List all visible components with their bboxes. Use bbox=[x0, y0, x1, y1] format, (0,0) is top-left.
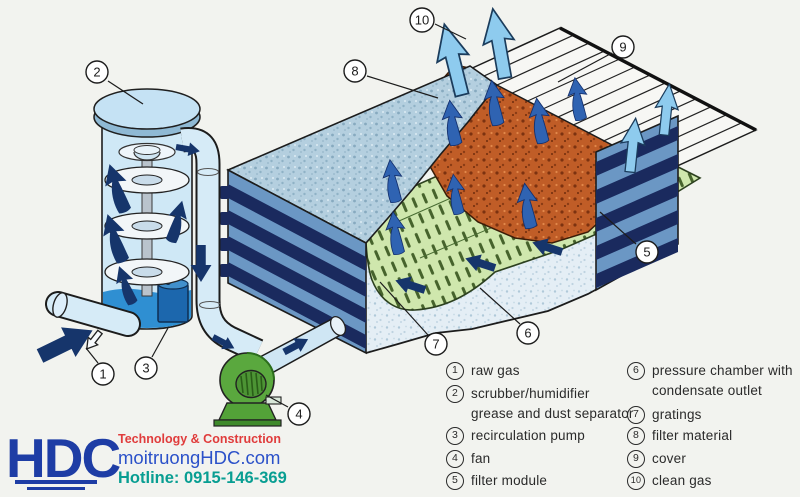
legend-item-filter-material: 8 filter material bbox=[627, 426, 732, 446]
fan bbox=[213, 316, 347, 427]
legend-num: 10 bbox=[627, 472, 645, 490]
legend-label: filter material bbox=[652, 428, 733, 443]
gas-pipe bbox=[174, 127, 264, 363]
duct-flange bbox=[329, 316, 347, 336]
callout-9: 9 bbox=[611, 35, 635, 59]
tower-lid bbox=[93, 88, 201, 138]
filter-module bbox=[220, 26, 758, 355]
legend-label: clean gas bbox=[652, 473, 712, 488]
legend-num: 8 bbox=[627, 427, 645, 445]
svg-text:2: 2 bbox=[93, 65, 100, 80]
legend-num: 3 bbox=[446, 427, 464, 445]
svg-text:10: 10 bbox=[415, 13, 429, 28]
legend-num: 9 bbox=[627, 450, 645, 468]
pipe-seam bbox=[197, 168, 219, 176]
callout-5: 5 bbox=[635, 240, 659, 264]
legend-label: scrubber/humidifier bbox=[471, 386, 590, 401]
legend-label: filter module bbox=[471, 473, 548, 488]
legend-item-scrubber: 2 scrubber/humidifier grease and dust sep… bbox=[446, 384, 634, 425]
callout-10: 10 bbox=[409, 7, 435, 33]
legend-item-pressure-chamber: 6 pressure chamber with condensate outlet bbox=[627, 361, 793, 402]
cover-ridge bbox=[559, 26, 757, 132]
svg-text:6: 6 bbox=[524, 326, 531, 341]
legend-item-cover: 9 cover bbox=[627, 449, 686, 469]
fan-base bbox=[217, 402, 278, 421]
fan-foot bbox=[213, 419, 282, 427]
spray-rings bbox=[104, 166, 190, 286]
callout-7: 7 bbox=[424, 332, 448, 356]
legend-num: 1 bbox=[446, 362, 464, 380]
logo-tagline: Technology & Construction bbox=[118, 432, 281, 446]
svg-text:7: 7 bbox=[432, 337, 439, 352]
svg-text:4: 4 bbox=[295, 407, 302, 422]
legend-num: 5 bbox=[446, 472, 464, 490]
pipe-seam bbox=[199, 301, 221, 309]
legend-item-filter-module: 5 filter module bbox=[446, 471, 547, 491]
legend-label-line2: condensate outlet bbox=[652, 383, 762, 399]
fan-bracket bbox=[265, 396, 282, 405]
legend-label: fan bbox=[471, 451, 491, 466]
hdc-logo: HDC bbox=[6, 427, 121, 489]
legend-label: pressure chamber with bbox=[652, 363, 793, 378]
svg-text:5: 5 bbox=[643, 245, 650, 260]
legend-item-fan: 4 fan bbox=[446, 449, 490, 469]
legend-item-raw-gas: 1 raw gas bbox=[446, 361, 520, 381]
legend-num: 6 bbox=[627, 362, 645, 380]
svg-text:3: 3 bbox=[142, 361, 149, 376]
callout-4: 4 bbox=[287, 402, 311, 426]
raw-gas-inlet-pipe bbox=[45, 291, 141, 337]
legend-num: 4 bbox=[446, 450, 464, 468]
svg-text:8: 8 bbox=[351, 64, 358, 79]
scrubber-tower bbox=[93, 88, 201, 330]
logo-website: moitruongHDC.com bbox=[118, 447, 281, 468]
module-top-skin bbox=[226, 65, 499, 245]
legend-num: 2 bbox=[446, 385, 464, 403]
legend-label: recirculation pump bbox=[471, 428, 585, 443]
logo-underline-bar bbox=[27, 487, 85, 490]
callout-3: 3 bbox=[134, 356, 158, 380]
svg-text:9: 9 bbox=[619, 40, 626, 55]
callout-leader-lines bbox=[85, 23, 637, 408]
callout-8: 8 bbox=[343, 59, 367, 83]
legend-label-line2: grease and dust separator bbox=[471, 406, 634, 422]
legend-item-recirculation-pump: 3 recirculation pump bbox=[446, 426, 585, 446]
legend-label: cover bbox=[652, 451, 687, 466]
panel-tab bbox=[220, 212, 229, 225]
svg-text:1: 1 bbox=[99, 367, 106, 382]
legend-label: raw gas bbox=[471, 363, 520, 378]
logo-underline-bar bbox=[15, 480, 97, 484]
callouts: 1 2 3 4 5 6 7 8 9 10 bbox=[85, 7, 659, 426]
legend-item-clean-gas: 10 clean gas bbox=[627, 471, 712, 491]
callout-2: 2 bbox=[85, 60, 109, 84]
callout-1: 1 bbox=[91, 362, 115, 386]
cover-layer bbox=[466, 26, 758, 173]
legend-label: gratings bbox=[652, 407, 702, 422]
legend-num: 7 bbox=[627, 406, 645, 424]
panel-tab bbox=[220, 238, 229, 251]
spray-distributor bbox=[118, 142, 176, 162]
legend-item-gratings: 7 gratings bbox=[627, 405, 702, 425]
callout-6: 6 bbox=[516, 321, 540, 345]
panel-tab bbox=[220, 264, 229, 277]
logo-hotline: Hotline: 0915-146-369 bbox=[118, 469, 287, 487]
panel-tab bbox=[220, 186, 229, 199]
